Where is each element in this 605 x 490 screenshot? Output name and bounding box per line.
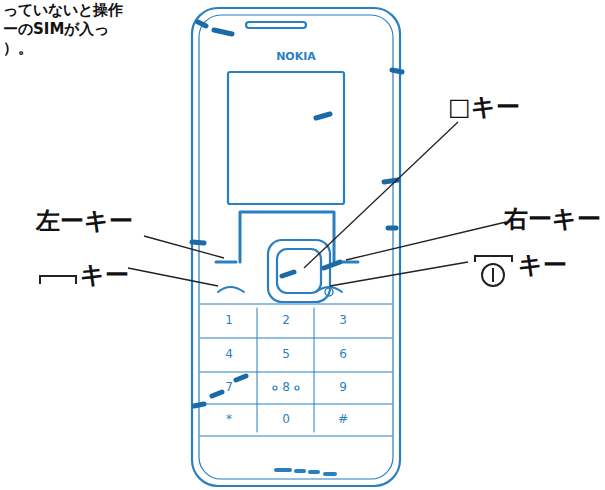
key-number: 0 [282,413,290,426]
nav-key-outer [268,240,330,302]
part-label: 左ーキー [36,208,133,234]
key-number: * [226,413,232,426]
part-label: キー [518,252,567,278]
key-dot [273,386,277,390]
key-number: 3 [339,314,347,327]
leader-lines [128,122,506,286]
nav-key-inner [277,249,321,293]
screen [228,72,344,204]
part-label: □キー [448,94,520,120]
phone-inner-rim [199,15,393,479]
part-label: キー [80,262,129,288]
key-number: 2 [282,314,290,327]
key-number: 4 [225,348,233,361]
earpiece [246,22,306,28]
mic-dashes [276,470,335,474]
keypad-grid [200,304,392,436]
key-number: 1 [225,314,233,327]
brand-logo: NOKIA [276,51,316,63]
note-text: ）。 [3,40,33,57]
call-key [218,287,244,292]
note-text: ーのSIMが入っ [3,21,109,38]
key-number: 6 [339,348,347,361]
part-label: 右ーキー [504,206,601,232]
end-key-symbol [475,256,512,286]
key-number: 9 [339,381,347,394]
key-number: # [338,413,348,426]
key-number: 7 [225,381,233,394]
phone-body [192,8,400,486]
key-number: 8 [282,381,290,394]
note-text: っていないと操作 [3,2,123,19]
left-softkey [216,261,236,264]
call-key-symbol [40,276,76,284]
sketch-dashes [192,22,402,406]
key-number: 5 [282,348,290,361]
end-key-power [325,288,333,296]
key-dot [295,386,299,390]
